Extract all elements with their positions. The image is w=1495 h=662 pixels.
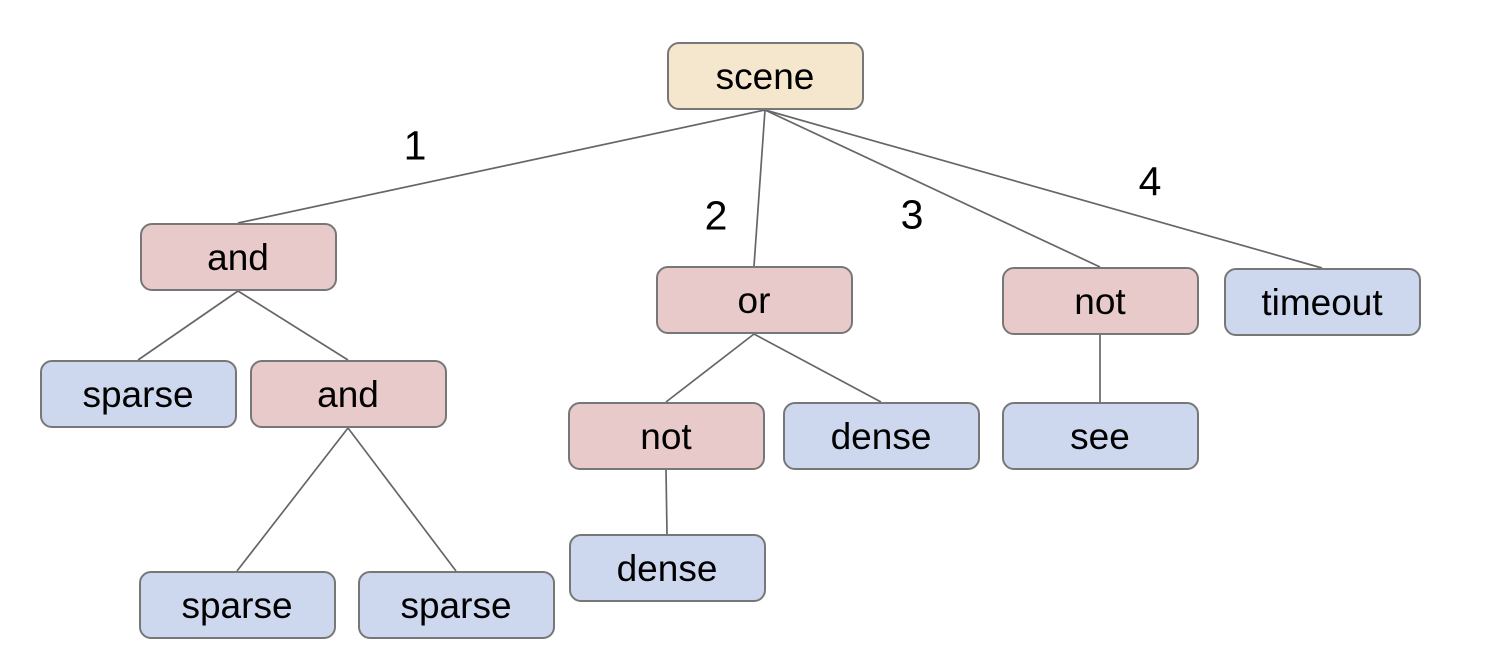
edge-label-1: 1 xyxy=(403,122,427,169)
edge-scene-to-timeout-1 xyxy=(764,109,1323,269)
node-sparse-1[interactable]: sparse xyxy=(39,360,237,428)
edge-not-2-to-dense-2 xyxy=(665,469,668,535)
node-and-1[interactable]: and xyxy=(139,223,337,291)
edge-label-4: 4 xyxy=(1138,158,1162,205)
node-or-1[interactable]: or xyxy=(655,266,853,334)
edge-or-1-to-not-2 xyxy=(665,333,755,403)
edge-label-2: 2 xyxy=(704,192,728,239)
node-not-1[interactable]: not xyxy=(1001,267,1199,335)
edge-and-1-to-and-2 xyxy=(237,290,349,361)
node-scene[interactable]: scene xyxy=(666,42,864,110)
node-see-1[interactable]: see xyxy=(1001,402,1199,470)
edge-label-3: 3 xyxy=(900,191,924,238)
edge-and-2-to-sparse-2 xyxy=(236,427,349,572)
node-dense-1[interactable]: dense xyxy=(782,402,980,470)
edge-and-1-to-sparse-1 xyxy=(137,290,239,361)
edge-scene-to-not-1 xyxy=(764,109,1101,268)
node-timeout-1[interactable]: timeout xyxy=(1223,268,1421,336)
edge-and-2-to-sparse-3 xyxy=(347,427,457,572)
edge-scene-to-and-1 xyxy=(237,109,766,224)
edge-scene-to-or-1 xyxy=(753,109,766,267)
node-sparse-3[interactable]: sparse xyxy=(357,571,555,639)
node-dense-2[interactable]: dense xyxy=(568,534,766,602)
node-not-2[interactable]: not xyxy=(567,402,765,470)
node-and-2[interactable]: and xyxy=(249,360,447,428)
node-sparse-2[interactable]: sparse xyxy=(138,571,336,639)
edge-or-1-to-dense-1 xyxy=(753,333,882,403)
